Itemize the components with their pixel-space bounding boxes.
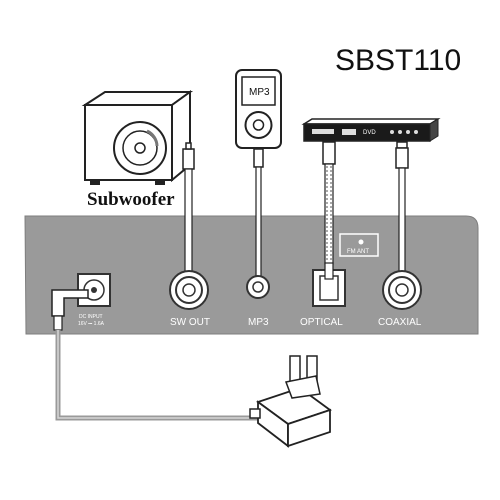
coaxial-port xyxy=(382,270,422,310)
coaxial-cable xyxy=(395,141,409,277)
fm-ant-port xyxy=(339,233,379,257)
power-cable xyxy=(55,330,258,421)
subwoofer-icon xyxy=(81,90,194,185)
mp3-port xyxy=(246,275,270,299)
sw-out-label: SW OUT xyxy=(170,317,210,328)
optical-label: OPTICAL xyxy=(300,317,343,328)
mp3-port-label: MP3 xyxy=(248,317,269,328)
model-title: SBST110 xyxy=(335,44,461,77)
power-adapter-icon xyxy=(249,355,332,448)
sw-out-port xyxy=(169,270,209,310)
coaxial-label: COAXIAL xyxy=(378,317,422,328)
dc-input-port xyxy=(77,273,111,307)
mp3-screen-label: MP3 xyxy=(249,87,270,98)
subwoofer-label: Subwoofer xyxy=(87,189,175,210)
mp3-player-icon xyxy=(235,69,282,149)
dc-input-label: DC INPUT xyxy=(79,314,103,320)
dc-input-rating: 16V ⎓ 1.6A xyxy=(78,321,105,327)
dvd-logo: DVD xyxy=(363,130,376,136)
optical-port xyxy=(312,262,346,307)
rca-cable-subwoofer xyxy=(182,142,195,275)
dc-plug xyxy=(51,289,89,331)
optical-cable xyxy=(322,141,336,265)
fm-ant-label: FM ANT xyxy=(347,249,369,255)
dvd-player-icon xyxy=(301,118,441,142)
